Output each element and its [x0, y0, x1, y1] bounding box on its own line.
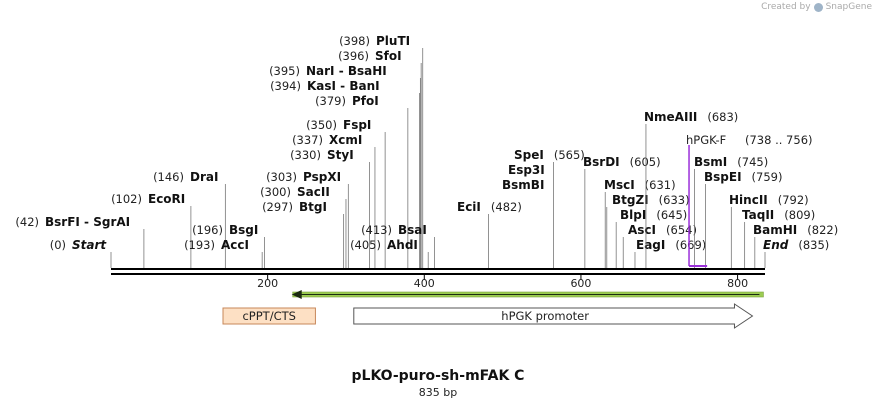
map-title: pLKO-puro-sh-mFAK C — [351, 368, 525, 384]
site-name-bsrdi: BsrDI — [583, 155, 620, 169]
site-position-label: (792) — [778, 193, 809, 207]
site-name-sacii: SacII — [297, 185, 330, 199]
site-name-hincii: HincII — [729, 193, 768, 207]
created-by-credit: Created by SnapGene — [761, 2, 872, 12]
tick-label: 400 — [414, 277, 435, 290]
site-position-label: (394) — [270, 79, 301, 93]
site-position-label: (102) — [111, 192, 142, 206]
site-name-btgzi: BtgZI — [612, 193, 649, 207]
site-name-bsrfi-sgrai: BsrFI - SgrAI — [45, 215, 130, 229]
site-position-label: (350) — [306, 118, 337, 132]
site-position-label: (379) — [315, 94, 346, 108]
site-position-label: (565) — [554, 148, 585, 162]
feature-cppt-cts — [222, 307, 316, 325]
site-name-pspxi: PspXI — [303, 170, 341, 184]
site-name-msci: MscI — [604, 178, 635, 192]
feature-label-hpgk-promoter: hPGK promoter — [501, 309, 589, 323]
site-position-label: (645) — [656, 208, 687, 222]
site-name-pluti: PluTI — [376, 34, 410, 48]
site-name-pfoi: PfoI — [352, 94, 379, 108]
site-position-label: (300) — [260, 185, 291, 199]
site-name-bsmbi: BsmBI — [502, 178, 544, 192]
site-name-bamhi: BamHI — [753, 223, 797, 237]
site-name-spei: SpeI — [514, 148, 544, 162]
site-position-label: (395) — [269, 64, 300, 78]
tick-label: 200 — [257, 277, 278, 290]
site-name-end: End — [763, 238, 789, 252]
site-position-label: (297) — [262, 200, 293, 214]
site-position-label: (683) — [707, 110, 738, 124]
orf-arrowhead-icon — [291, 290, 302, 299]
feature-label-cppt-cts: cPPT/CTS — [242, 309, 295, 323]
site-name-btgi: BtgI — [299, 200, 327, 214]
primer-range-label: (738 .. 756) — [745, 133, 813, 147]
site-position-label: (482) — [491, 200, 522, 214]
site-position-label: (193) — [184, 238, 215, 252]
site-position-label: (42) — [15, 215, 39, 229]
site-name-bsmi: BsmI — [694, 155, 727, 169]
site-name-kasi-bani: KasI - BanI — [307, 79, 380, 93]
site-position-label: (337) — [292, 133, 323, 147]
site-name-taqii: TaqII — [742, 208, 774, 222]
site-name-drai: DraI — [190, 170, 218, 184]
site-position-label: (822) — [807, 223, 838, 237]
site-position-label: (146) — [153, 170, 184, 184]
site-name-start: Start — [72, 238, 107, 252]
site-name-bspei: BspEI — [704, 170, 742, 184]
primer-name: hPGK-F — [686, 133, 726, 147]
site-position-label: (633) — [659, 193, 690, 207]
site-position-label: (809) — [784, 208, 815, 222]
site-position-label: (669) — [675, 238, 706, 252]
site-name-ecori: EcoRI — [148, 192, 185, 206]
site-position-label: (0) — [50, 238, 66, 252]
site-position-label: (759) — [752, 170, 783, 184]
site-name-nari-bsahi: NarI - BsaHI — [306, 64, 387, 78]
credit-text: Created by — [761, 2, 811, 12]
site-name-fspi: FspI — [343, 118, 371, 132]
site-name-xcmi: XcmI — [329, 133, 362, 147]
tick-label: 800 — [727, 277, 748, 290]
site-position-label: (405) — [350, 238, 381, 252]
site-position-label: (330) — [290, 148, 321, 162]
snapgene-logo-icon — [813, 2, 823, 12]
site-position-label: (303) — [266, 170, 297, 184]
site-position-label: (605) — [630, 155, 661, 169]
site-name-eagi: EagI — [636, 238, 665, 252]
credit-brand: SnapGene — [825, 2, 872, 12]
site-position-label: (396) — [338, 49, 369, 63]
site-position-label: (745) — [737, 155, 768, 169]
feature-hpgk-promoter — [353, 303, 754, 329]
site-name-asci: AscI — [628, 223, 656, 237]
site-position-label: (631) — [645, 178, 676, 192]
site-position-label: (654) — [666, 223, 697, 237]
map-length: 835 bp — [418, 386, 458, 399]
site-position-label: (398) — [339, 34, 370, 48]
site-name-nmeaiii: NmeAIII — [644, 110, 697, 124]
site-name-acci: AccI — [221, 238, 249, 252]
site-position-label: (413) — [361, 223, 392, 237]
site-name-sfoi: SfoI — [375, 49, 402, 63]
site-name-ecii: EciI — [457, 200, 481, 214]
site-name-blpi: BlpI — [620, 208, 646, 222]
tick-label: 600 — [570, 277, 591, 290]
site-position-label: (196) — [192, 223, 223, 237]
site-name-esp3i: Esp3I — [508, 163, 545, 177]
site-name-bsai: BsaI — [398, 223, 427, 237]
site-name-styi: StyI — [327, 148, 354, 162]
site-name-bsgi: BsgI — [229, 223, 258, 237]
site-name-ahdi: AhdI — [387, 238, 418, 252]
site-position-label: (835) — [798, 238, 829, 252]
